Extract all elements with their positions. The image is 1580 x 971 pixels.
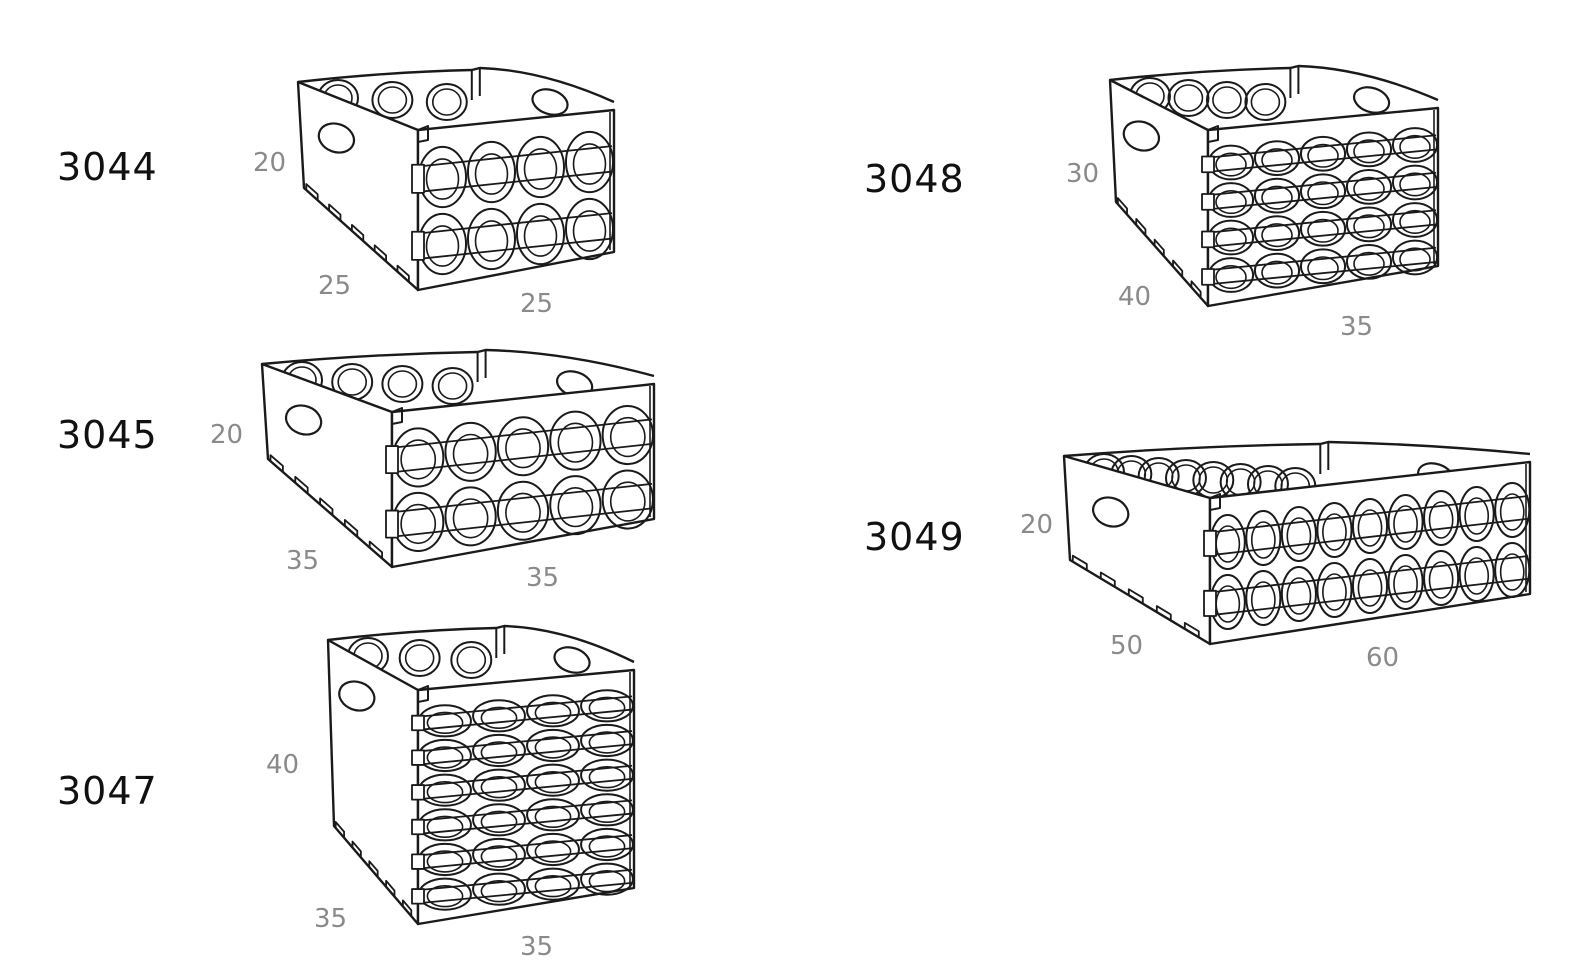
height-label: 40 [266, 750, 300, 780]
depth-label: 35 [314, 904, 348, 934]
depth-label: 40 [1118, 282, 1152, 312]
product-code: 3045 [57, 413, 158, 457]
product-code: 3047 [57, 769, 158, 813]
product-code: 3049 [864, 515, 965, 559]
width-label: 35 [1340, 312, 1374, 342]
width-label: 35 [520, 932, 554, 962]
height-label: 20 [253, 148, 287, 178]
height-label: 20 [210, 420, 244, 450]
width-label: 60 [1366, 643, 1400, 673]
depth-label: 50 [1110, 631, 1144, 661]
depth-label: 25 [318, 271, 352, 301]
height-label: 20 [1020, 510, 1054, 540]
product-code: 3048 [864, 157, 965, 201]
product-code: 3044 [57, 145, 158, 189]
height-label: 30 [1066, 159, 1100, 189]
width-label: 35 [526, 563, 560, 593]
depth-label: 35 [286, 546, 320, 576]
width-label: 25 [520, 289, 554, 319]
